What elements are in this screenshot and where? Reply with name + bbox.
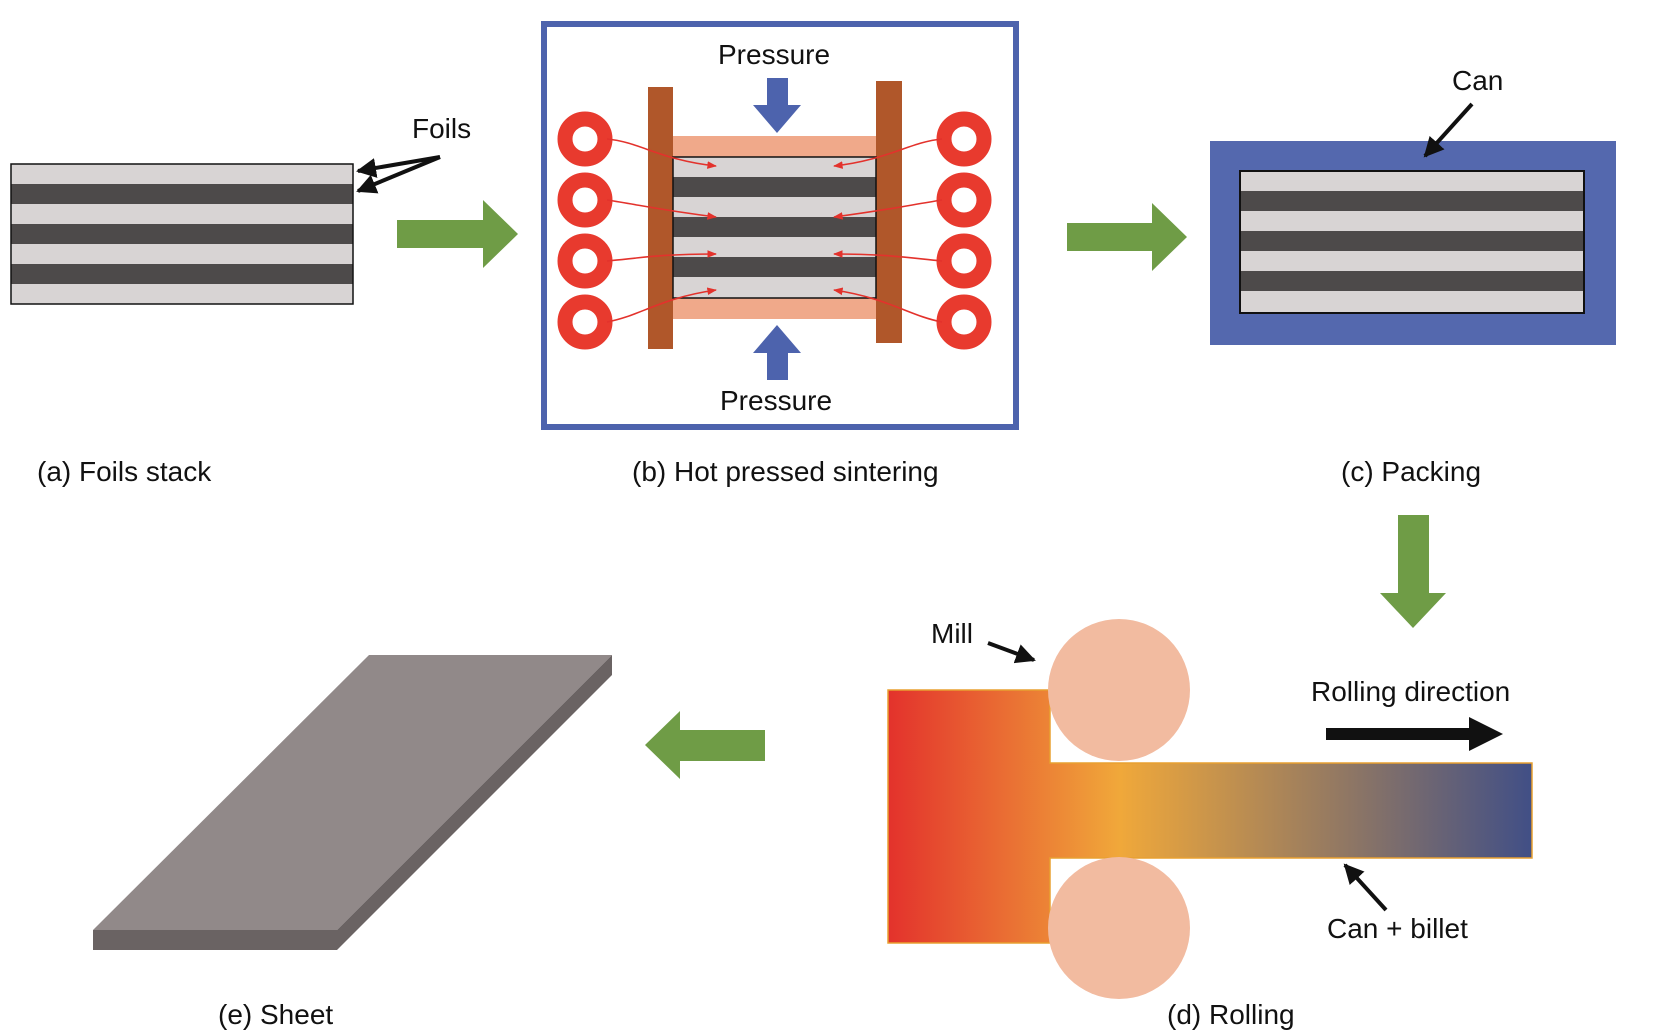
sintered-foil-stack	[672, 156, 877, 299]
process-arrow-right	[1067, 203, 1187, 271]
heater-coil-icon	[936, 111, 992, 167]
mill-roll-bottom	[1048, 857, 1190, 999]
foil-layer	[1240, 231, 1584, 251]
rolling-direction-label: Rolling direction	[1311, 676, 1510, 707]
pressure-arrow-up-icon	[753, 325, 801, 380]
heat-flow-arrow	[833, 287, 943, 323]
foil-layer	[1240, 251, 1584, 271]
mill-label: Mill	[931, 618, 973, 649]
process-arrow-right	[397, 200, 518, 268]
can-billet-label: Can + billet	[1327, 913, 1468, 944]
pressure-bottom-label: Pressure	[720, 385, 832, 416]
heater-coils-left	[557, 111, 613, 350]
heat-flow-arrow	[606, 138, 717, 169]
foils-pointer-arrow	[356, 155, 441, 178]
foil-layer	[11, 204, 353, 224]
foil-layer	[1240, 171, 1584, 191]
pressure-top-label: Pressure	[718, 39, 830, 70]
foil-layer	[11, 164, 353, 184]
pressure-arrow-down-icon	[753, 78, 801, 133]
foil-stack-outline	[10, 163, 354, 305]
heat-flow-arrow	[833, 138, 943, 169]
panel-b-hot-pressed-sintering: Pressure Pressure (b) Hot pressed sinter…	[541, 21, 1019, 487]
rolling-direction-arrow-icon	[1326, 717, 1503, 751]
heat-flow-arrow	[606, 199, 717, 220]
heat-flow-arrow	[606, 250, 717, 262]
heater-coil-icon	[936, 294, 992, 350]
heater-coil-icon	[936, 172, 992, 228]
heater-coils-right	[936, 111, 992, 350]
sheet-side-edge	[337, 655, 612, 950]
panel-e-sheet: (e) Sheet	[93, 655, 612, 1030]
foil-layer	[1240, 191, 1584, 211]
foil-layer	[11, 224, 353, 244]
foil-layer	[11, 284, 353, 304]
caption-c: (c) Packing	[1341, 456, 1481, 487]
foil-layer	[1240, 271, 1584, 291]
can-pointer-arrow	[1423, 102, 1474, 158]
foil-layer	[1240, 211, 1584, 231]
heater-coil-icon	[557, 294, 613, 350]
foil-layer	[11, 184, 353, 204]
panel-d-rolling: Mill Rolling direction Can + billet (d) …	[887, 618, 1533, 1030]
sheet-front-edge	[93, 930, 337, 950]
foil-layer	[673, 277, 876, 298]
panel-c-packing: Can (c) Packing	[1210, 65, 1616, 487]
foil-layer	[673, 197, 876, 217]
foil-layer	[673, 217, 876, 237]
sheet-top-face	[93, 655, 612, 930]
foil-layer	[673, 237, 876, 257]
heat-flow-arrow	[833, 250, 943, 262]
foil-layer	[673, 257, 876, 277]
heater-coil-icon	[557, 111, 613, 167]
foils-label: Foils	[412, 113, 471, 144]
can-billet-workpiece	[887, 689, 1533, 944]
mill-pointer-arrow	[987, 641, 1036, 664]
can-billet-pointer-arrow	[1343, 863, 1388, 912]
electrode-right	[876, 81, 902, 343]
can-label: Can	[1452, 65, 1503, 96]
electrode-left	[648, 87, 673, 349]
caption-e: (e) Sheet	[218, 999, 333, 1030]
heater-coil-icon	[936, 233, 992, 289]
foil-layer	[1240, 291, 1584, 313]
mill-roll-top	[1048, 619, 1190, 761]
heat-flow-arrow	[606, 287, 717, 323]
foil-layer	[11, 244, 353, 264]
foil-layer	[673, 177, 876, 197]
packed-foil-stack	[1239, 170, 1585, 314]
foil-layer	[11, 264, 353, 284]
heat-flow-arrow	[833, 199, 943, 220]
furnace-frame	[541, 21, 1019, 430]
heater-coil-icon	[557, 233, 613, 289]
process-arrow-down	[1380, 515, 1446, 628]
punch-top	[673, 136, 876, 157]
panel-a-foils-stack: Foils (a) Foils stack	[10, 113, 471, 487]
foils-pointer-arrow	[356, 155, 441, 194]
foil-layer	[673, 157, 876, 177]
foil-stack	[10, 163, 354, 305]
punch-bottom	[673, 298, 876, 319]
caption-a: (a) Foils stack	[37, 456, 212, 487]
heat-flow-arrows	[606, 138, 943, 323]
packed-stack-outline	[1239, 170, 1585, 314]
caption-d: (d) Rolling	[1167, 999, 1295, 1030]
heater-coil-icon	[557, 172, 613, 228]
process-arrow-left	[645, 711, 765, 779]
sintered-stack-outline	[672, 156, 877, 299]
caption-b: (b) Hot pressed sintering	[632, 456, 939, 487]
